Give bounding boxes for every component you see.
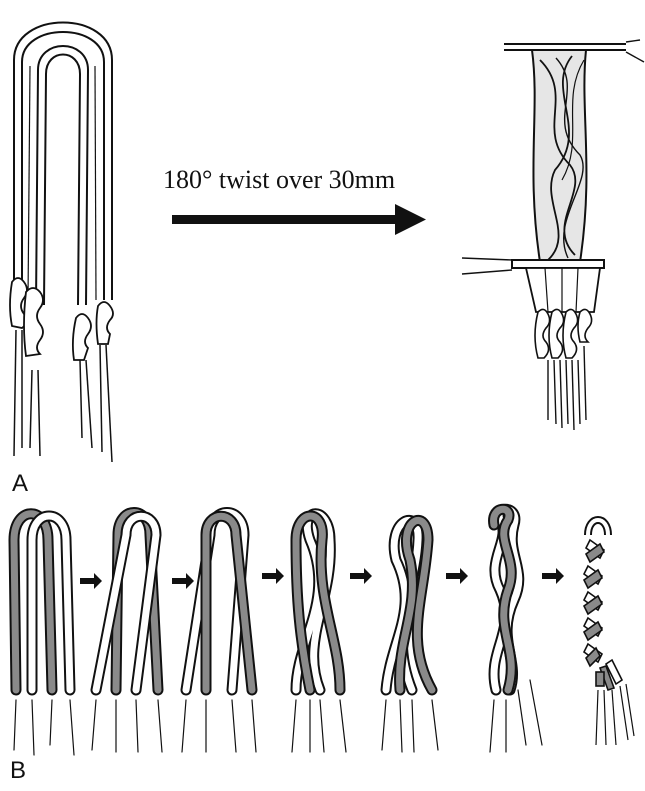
twisted-graft-right: [462, 40, 644, 430]
step-7-braid: [584, 520, 634, 745]
step-5-loop: [382, 520, 438, 752]
step-3-loop: [182, 513, 256, 753]
panel-a-label: A: [12, 470, 28, 498]
arrow-right-icon: [350, 573, 364, 579]
step-2-loop: [92, 513, 162, 753]
step-1-loop: [14, 514, 74, 755]
arrow-right-icon: [172, 578, 186, 584]
panel-b-sequence: [14, 509, 634, 755]
arrow-right-icon: [172, 204, 426, 235]
panel-b-label: B: [10, 757, 26, 785]
step-4-loop: [292, 514, 346, 752]
step-6-loop: [490, 509, 542, 752]
arrow-right-icon: [262, 573, 276, 579]
twist-caption: 180° twist over 30mm: [163, 165, 395, 195]
arrow-right-icon: [446, 573, 460, 579]
whipstitch-left: [10, 278, 113, 360]
arrow-right-icon: [542, 573, 556, 579]
looped-graft-left: [14, 23, 112, 306]
arrow-right-icon: [80, 578, 94, 584]
